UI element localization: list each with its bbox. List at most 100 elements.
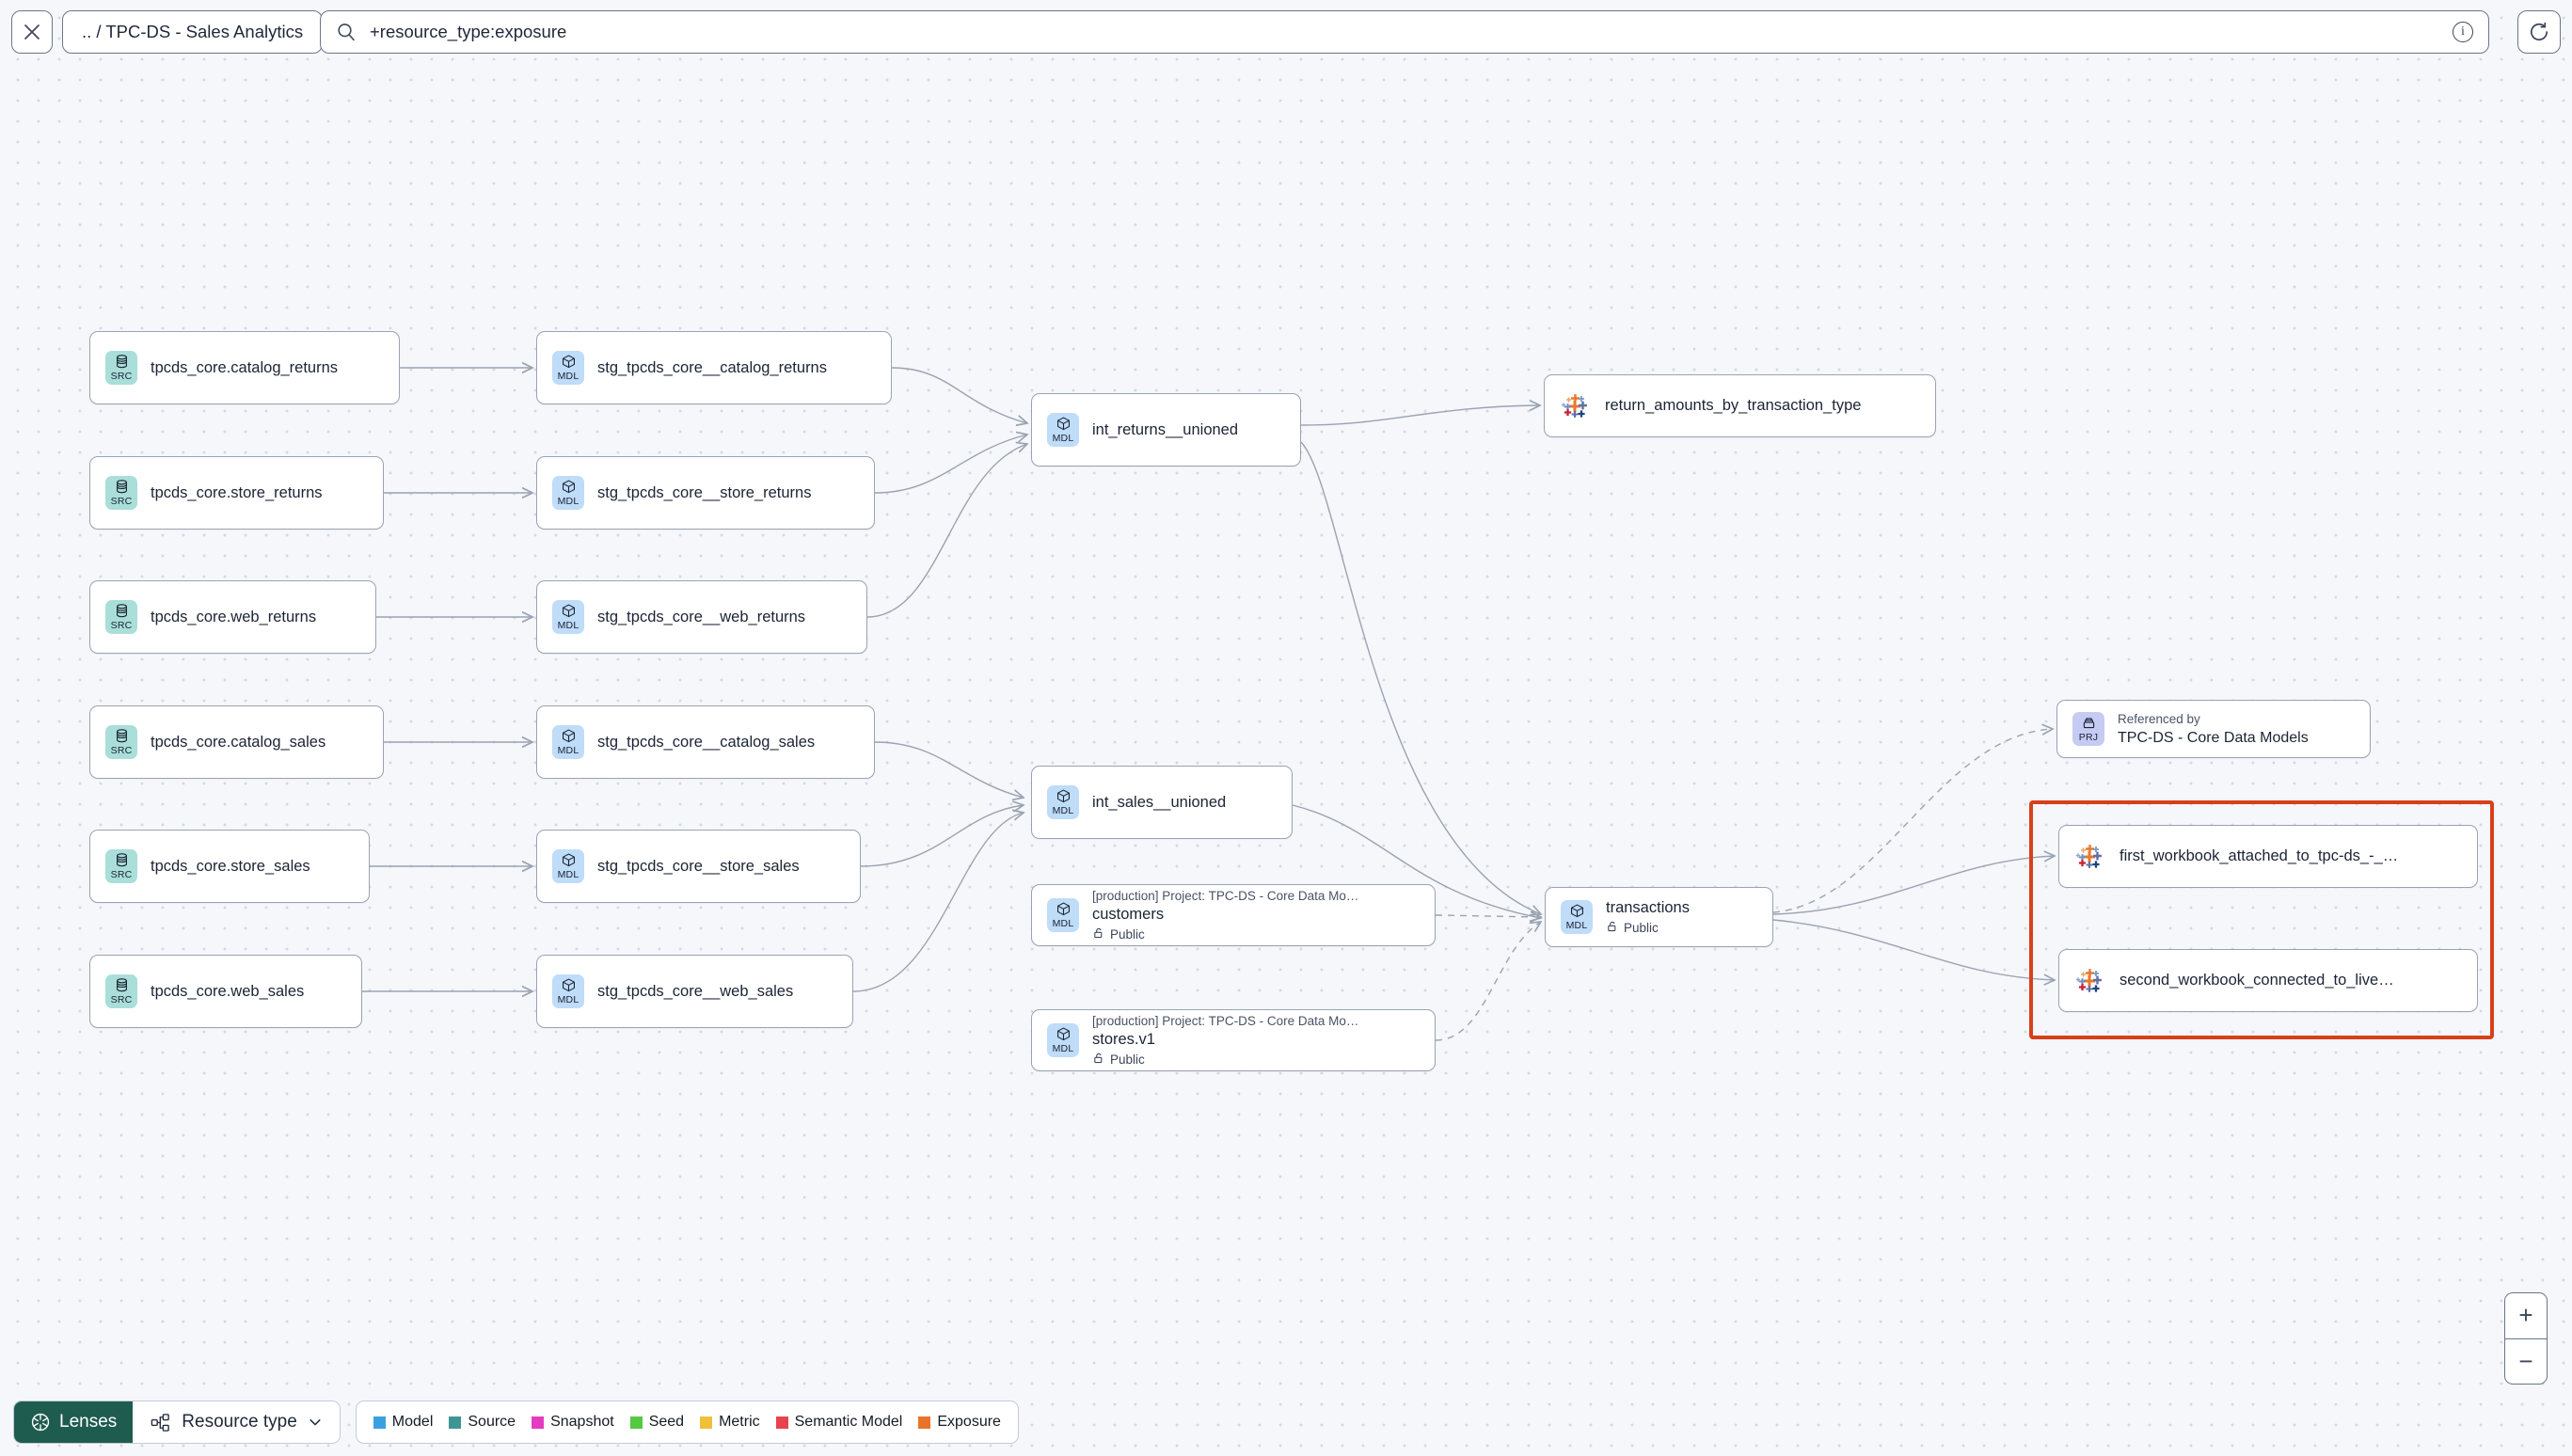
hierarchy-icon — [151, 1413, 170, 1432]
lineage-node-stg_web_sales[interactable]: MDL stg_tpcds_core__web_sales — [536, 955, 853, 1028]
legend-item-snapshot[interactable]: Snapshot — [532, 1414, 614, 1431]
model-badge-icon: MDL — [552, 476, 584, 510]
node-title: stg_tpcds_core__catalog_returns — [597, 358, 827, 376]
node-title: stg_tpcds_core__web_sales — [597, 982, 794, 1000]
legend-label: Seed — [648, 1414, 685, 1430]
badge-label: PRJ — [2078, 732, 2099, 744]
search-input[interactable]: +resource_type:exposure — [370, 22, 567, 41]
source-badge-icon: SRC — [105, 849, 137, 883]
badge-label: MDL — [1052, 805, 1074, 817]
lineage-node-second_workbook[interactable]: second_workbook_connected_to_live… — [2058, 949, 2478, 1012]
badge-label: MDL — [1052, 1043, 1074, 1055]
node-title: tpcds_core.store_sales — [151, 857, 310, 875]
badge-label: MDL — [1052, 433, 1074, 445]
zoom-out-button[interactable]: − — [2505, 1337, 2547, 1385]
lineage-node-stg_store_sales[interactable]: MDL stg_tpcds_core__store_sales — [536, 830, 861, 903]
node-title: first_workbook_attached_to_tpc-ds_-_… — [2120, 847, 2399, 864]
legend-label: Metric — [719, 1414, 760, 1430]
model-badge-icon: MDL — [1047, 413, 1079, 447]
legend-swatch — [449, 1416, 462, 1429]
visibility-label: Public — [1624, 920, 1659, 935]
legend-item-metric[interactable]: Metric — [700, 1414, 760, 1431]
model-badge-icon: MDL — [552, 351, 584, 385]
legend-swatch — [775, 1416, 788, 1429]
legend-item-exposure[interactable]: Exposure — [918, 1414, 1001, 1431]
lineage-node-first_workbook[interactable]: first_workbook_attached_to_tpc-ds_-_… — [2058, 825, 2478, 888]
badge-label: MDL — [557, 620, 579, 632]
tableau-icon — [1560, 391, 1590, 421]
source-badge-icon: SRC — [105, 600, 137, 634]
zoom-in-button[interactable]: + — [2518, 1301, 2533, 1330]
badge-label: SRC — [110, 745, 133, 757]
node-title: return_amounts_by_transaction_type — [1605, 397, 1862, 414]
node-title: second_workbook_connected_to_live… — [2120, 972, 2394, 989]
node-title: tpcds_core.store_returns — [151, 483, 323, 501]
model-badge-icon: MDL — [1047, 898, 1079, 932]
model-badge-icon: MDL — [552, 974, 584, 1008]
top-toolbar: .. / TPC-DS - Sales Analytics +resource_… — [0, 0, 2572, 64]
legend-item-semantic-model[interactable]: Semantic Model — [775, 1414, 902, 1431]
lineage-node-src_store_sales[interactable]: SRC tpcds_core.store_sales — [89, 830, 370, 903]
resource-type-dropdown[interactable]: Resource type — [133, 1401, 340, 1443]
node-subtitle: [production] Project: TPC-DS - Core Data… — [1092, 1013, 1359, 1028]
info-icon[interactable]: i — [2453, 22, 2473, 42]
lineage-node-stg_catalog_returns[interactable]: MDL stg_tpcds_core__catalog_returns — [536, 331, 892, 404]
legend-swatch — [373, 1416, 386, 1429]
breadcrumb[interactable]: .. / TPC-DS - Sales Analytics — [62, 10, 324, 54]
lineage-node-src_catalog_sales[interactable]: SRC tpcds_core.catalog_sales — [89, 705, 384, 779]
aperture-icon — [31, 1413, 50, 1432]
lineage-node-src_web_returns[interactable]: SRC tpcds_core.web_returns — [89, 580, 376, 654]
node-title: int_returns__unioned — [1092, 420, 1239, 438]
refresh-icon[interactable] — [2517, 10, 2561, 54]
lineage-node-int_returns_unioned[interactable]: MDL int_returns__unioned — [1031, 393, 1301, 467]
visibility-meta: Public — [1092, 1052, 1358, 1068]
unlock-icon — [1092, 1052, 1105, 1068]
badge-label: SRC — [110, 496, 133, 508]
model-badge-icon: MDL — [1561, 900, 1593, 934]
tableau-icon — [2074, 842, 2104, 872]
source-badge-icon: SRC — [105, 725, 137, 759]
lineage-node-src_store_returns[interactable]: SRC tpcds_core.store_returns — [89, 456, 384, 530]
legend-swatch — [629, 1416, 643, 1429]
lineage-node-return_amounts_by_transaction_type[interactable]: return_amounts_by_transaction_type — [1544, 374, 1936, 437]
search-bar[interactable]: +resource_type:exposure i — [320, 10, 2489, 54]
lineage-node-customers[interactable]: MDL [production] Project: TPC-DS - Core D… — [1031, 884, 1436, 946]
visibility-label: Public — [1110, 1052, 1145, 1067]
badge-label: MDL — [1052, 918, 1074, 930]
node-title: customers — [1092, 905, 1165, 923]
source-badge-icon: SRC — [105, 974, 137, 1008]
node-title: tpcds_core.web_returns — [151, 608, 317, 625]
legend-label: Exposure — [937, 1414, 1001, 1430]
model-badge-icon: MDL — [552, 725, 584, 759]
badge-label: SRC — [110, 620, 133, 632]
lineage-node-stores_v1[interactable]: MDL [production] Project: TPC-DS - Core D… — [1031, 1009, 1436, 1071]
legend-item-model[interactable]: Model — [373, 1414, 433, 1431]
model-badge-icon: MDL — [552, 849, 584, 883]
legend-item-source[interactable]: Source — [449, 1414, 516, 1431]
badge-label: MDL — [557, 496, 579, 508]
lens-group: Lenses Resource type — [13, 1401, 341, 1444]
lenses-button[interactable]: Lenses — [14, 1401, 134, 1443]
node-title: stg_tpcds_core__store_sales — [597, 857, 800, 875]
badge-label: SRC — [110, 994, 133, 1006]
source-badge-icon: SRC — [105, 476, 137, 510]
legend-item-seed[interactable]: Seed — [629, 1414, 685, 1431]
resource-type-label: Resource type — [182, 1412, 297, 1432]
node-subtitle: [production] Project: TPC-DS - Core Data… — [1092, 888, 1359, 903]
node-title: tpcds_core.catalog_sales — [151, 733, 326, 751]
tableau-icon — [2074, 966, 2104, 996]
visibility-label: Public — [1110, 926, 1145, 942]
node-title: stores.v1 — [1092, 1030, 1155, 1048]
zoom-controls[interactable]: + − — [2504, 1292, 2548, 1385]
badge-label: MDL — [557, 869, 579, 881]
close-icon[interactable] — [11, 10, 53, 54]
